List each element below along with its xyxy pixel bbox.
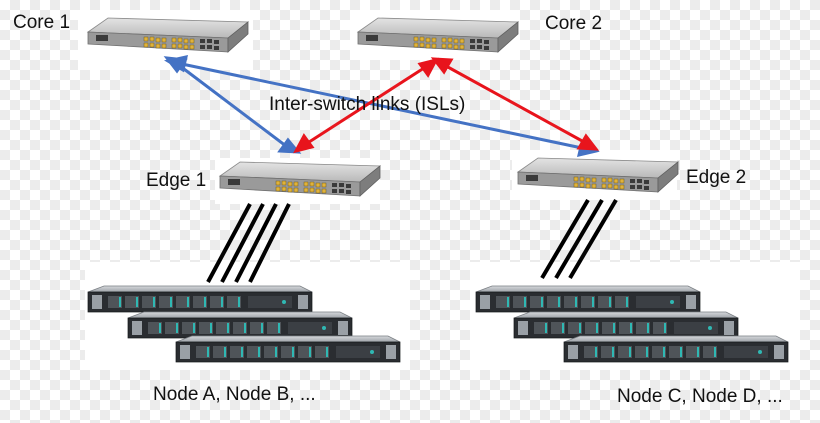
core1-label: Core 1 (13, 12, 71, 33)
server-icon (175, 335, 401, 363)
isl-core2-edge1-arrowhead (417, 57, 439, 78)
edge1-node-link-1 (206, 203, 252, 283)
edge2-node-link-3 (568, 198, 618, 280)
edge2-switch-icon (517, 157, 679, 193)
server-icon (127, 311, 353, 339)
isl-core2-edge2-arrowhead (430, 57, 454, 75)
edge1-label: Edge 1 (146, 170, 207, 191)
server-icon (87, 285, 313, 313)
server-icon (475, 285, 701, 313)
edge1-node-link-3 (234, 203, 278, 283)
isl-core2-edge2 (445, 64, 585, 144)
edge1-node-link-4 (248, 203, 291, 283)
core2-label: Core 2 (545, 13, 603, 34)
core2-isl-links (293, 57, 600, 154)
isl-core1-edge2 (181, 62, 583, 150)
server-icon (513, 311, 739, 339)
server-icon (563, 335, 789, 363)
edge-node-links (206, 198, 618, 283)
server-stack-left (87, 285, 401, 363)
isl-core1-edge2-arrowhead (164, 55, 188, 73)
server-stack-right (475, 285, 789, 363)
isl-core1-edge1-arrowhead (277, 137, 302, 154)
core2-switch-icon (357, 17, 519, 53)
edge2-label: Edge 2 (686, 167, 747, 188)
nodes-right-label: Node C, Node D, ... (617, 386, 783, 407)
isl-label: Inter-switch links (ISLs) (269, 94, 466, 115)
edge1-node-link-2 (220, 203, 265, 283)
isl-core2-edge1-arrowhead (293, 133, 315, 154)
edge2-node-link-2 (554, 198, 604, 280)
edge2-node-link-1 (540, 198, 590, 280)
nodes-left-label: Node A, Node B, ... (153, 384, 316, 405)
edge1-switch-icon (219, 161, 381, 197)
core1-switch-icon (87, 17, 249, 53)
isl-core1-edge1 (179, 64, 287, 148)
isl-core2-edge1 (305, 66, 425, 146)
isl-core2-edge2-arrowhead (576, 133, 600, 151)
